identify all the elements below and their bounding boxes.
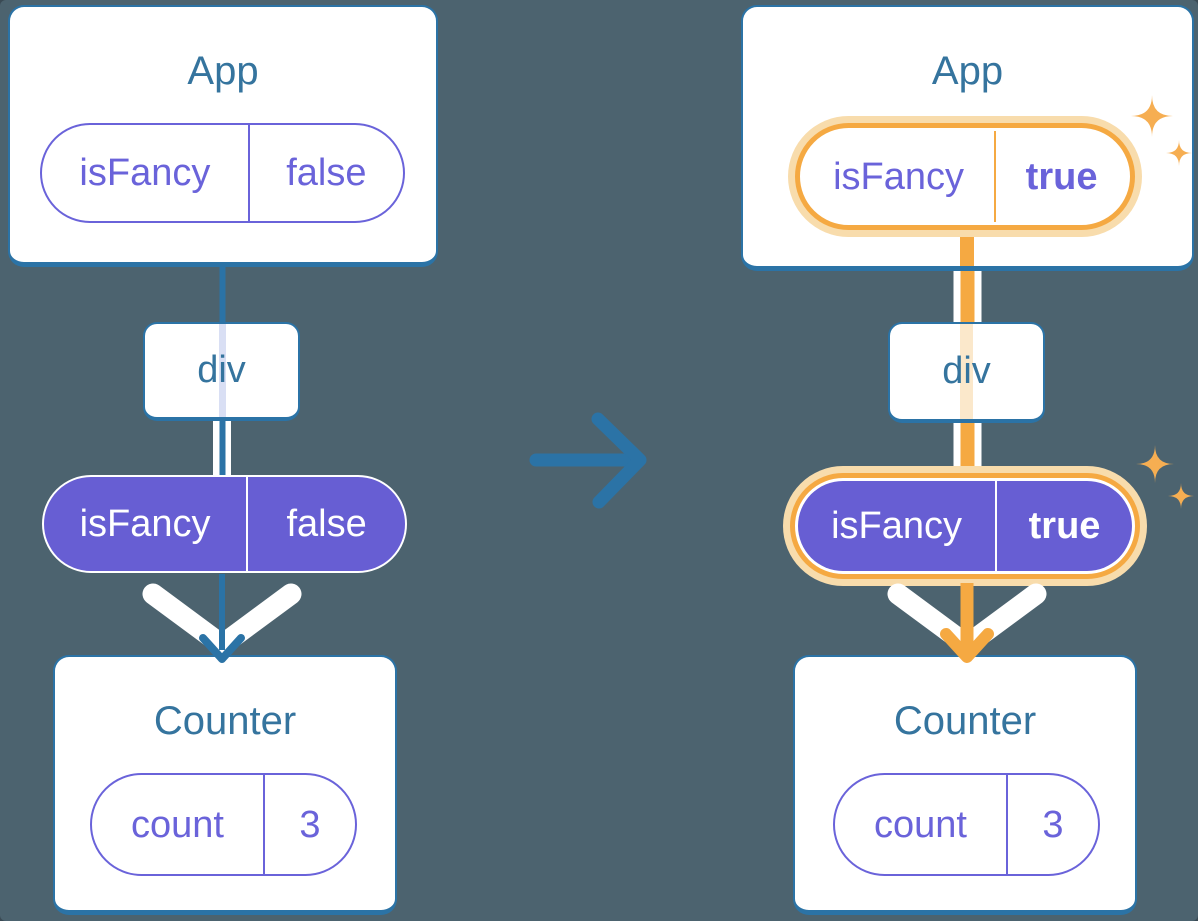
prop-pill: isFancy true	[798, 481, 1132, 571]
counter-card: Counter count 3	[53, 655, 397, 915]
component-title: App	[187, 49, 259, 93]
app-card: App isFancy false	[8, 5, 438, 267]
render-line	[219, 414, 226, 478]
component-title: App	[931, 49, 1004, 93]
highlighted-state-pill: isFancy true	[795, 123, 1135, 230]
prop-value: false	[286, 503, 367, 545]
pill-divider	[995, 481, 998, 571]
pill-divider	[1005, 775, 1008, 874]
prop-key: isFancy	[831, 505, 962, 547]
prop-pill: isFancy false	[42, 475, 407, 573]
chevron-down-icon	[142, 583, 302, 656]
sparkles-icon	[1136, 445, 1194, 509]
highlighted-prop-pill: isFancy true	[790, 473, 1140, 579]
component-title: Counter	[893, 699, 1037, 743]
prop-key: isFancy	[79, 503, 211, 545]
state-key: count	[130, 803, 224, 846]
component-title: Counter	[153, 699, 297, 743]
state-key: isFancy	[833, 155, 965, 198]
app-card: App isFancy true	[741, 5, 1194, 271]
state-flow-stripe	[960, 324, 973, 419]
state-value: false	[286, 152, 367, 194]
div-node: div	[143, 322, 300, 421]
counter-card: Counter count 3	[793, 655, 1137, 915]
prop-flow-line	[213, 414, 231, 478]
state-pill: isFancy false	[40, 123, 405, 223]
render-line	[219, 258, 226, 328]
pill-divider	[262, 775, 265, 874]
state-flow-line	[960, 225, 974, 266]
state-value: 3	[299, 803, 321, 846]
pill-divider	[994, 131, 997, 222]
prop-flow-line	[953, 416, 982, 476]
div-label: div	[197, 349, 246, 391]
state-value: true	[1025, 155, 1098, 198]
state-value: 3	[1042, 803, 1064, 846]
state-key: isFancy	[79, 152, 211, 194]
chevron-down-icon	[887, 583, 1047, 656]
pill-divider	[246, 477, 249, 571]
div-label: div	[942, 350, 991, 392]
count-pill: count 3	[833, 773, 1100, 876]
count-pill: count 3	[90, 773, 357, 876]
state-flow-line	[960, 416, 975, 476]
state-arrowhead-icon	[940, 628, 994, 663]
prop-flow-stripe	[219, 324, 226, 417]
prop-value: true	[1028, 505, 1101, 547]
pill-divider	[247, 125, 250, 221]
div-node: div	[888, 322, 1045, 423]
state-key: count	[873, 803, 967, 846]
state-pill: isFancy true	[803, 131, 1127, 222]
right-arrow-icon	[529, 412, 647, 509]
